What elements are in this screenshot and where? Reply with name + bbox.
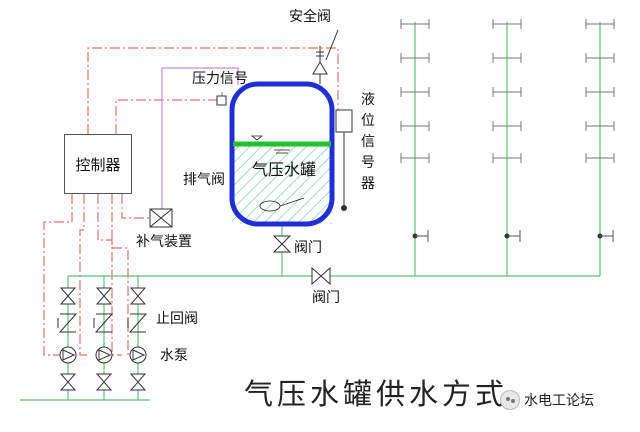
safety-valve [312, 29, 339, 84]
outlet-valve-label: 阀门 [294, 240, 322, 256]
tap-fixture [492, 53, 522, 63]
gate-valve [95, 287, 113, 305]
gate-valve [95, 373, 113, 391]
pressure-tank [229, 81, 335, 227]
pump-groups [57, 287, 148, 391]
tap-fixture [585, 153, 615, 163]
pump-label: 水泵 [160, 348, 188, 364]
tap-fixture [492, 153, 522, 163]
tap-fixture [400, 153, 430, 163]
tap-fixture [492, 19, 522, 29]
tap-fixture [585, 19, 615, 29]
pressure-signal-label: 压力信号 [192, 71, 248, 87]
safety-valve-label: 安全阀 [289, 9, 331, 25]
pressure-sensor [216, 95, 227, 106]
pump-arrow [132, 349, 146, 361]
fixture-taps [400, 19, 615, 163]
check-valve [127, 313, 148, 333]
pump-arrow [62, 349, 76, 361]
watermark-text: 水电工论坛 [524, 393, 594, 409]
exhaust-valve-label: 排气阀 [183, 172, 225, 188]
main-valve [311, 266, 331, 286]
tap-fixture [585, 87, 615, 97]
pump-arrow [98, 349, 112, 361]
tap-fixture [400, 19, 430, 29]
gate-valve [59, 373, 77, 391]
watermark: 水电工论坛 [500, 390, 594, 410]
gate-valve [129, 373, 147, 391]
controller-box: 控制器 [64, 134, 132, 194]
controller-label: 控制器 [75, 155, 121, 174]
air-supply-line [161, 67, 239, 218]
tap-fixture [585, 121, 615, 131]
tap-fixture [492, 87, 522, 97]
air-supply-device [149, 208, 173, 228]
riser-valves [412, 230, 614, 242]
wechat-icon [500, 390, 520, 410]
gate-valve [59, 287, 77, 305]
tank-outlet-valve [272, 235, 292, 253]
check-valve [93, 313, 114, 333]
check-valve-label: 止回阀 [156, 311, 198, 327]
tap-fixture [492, 121, 522, 131]
main-valve-label: 阀门 [312, 290, 340, 306]
level-gauge [335, 109, 353, 211]
tap-fixture [400, 53, 430, 63]
diagram-title: 气压水罐供水方式 [244, 377, 509, 411]
tap-fixture [400, 121, 430, 131]
level-signal-label: 液位信号器 [361, 92, 375, 192]
tap-fixture [585, 53, 615, 63]
check-valve [57, 313, 78, 333]
air-supply-label: 补气装置 [136, 234, 192, 250]
gate-valve [129, 287, 147, 305]
tap-fixture [400, 87, 430, 97]
tank-label: 气压水罐 [252, 160, 317, 179]
